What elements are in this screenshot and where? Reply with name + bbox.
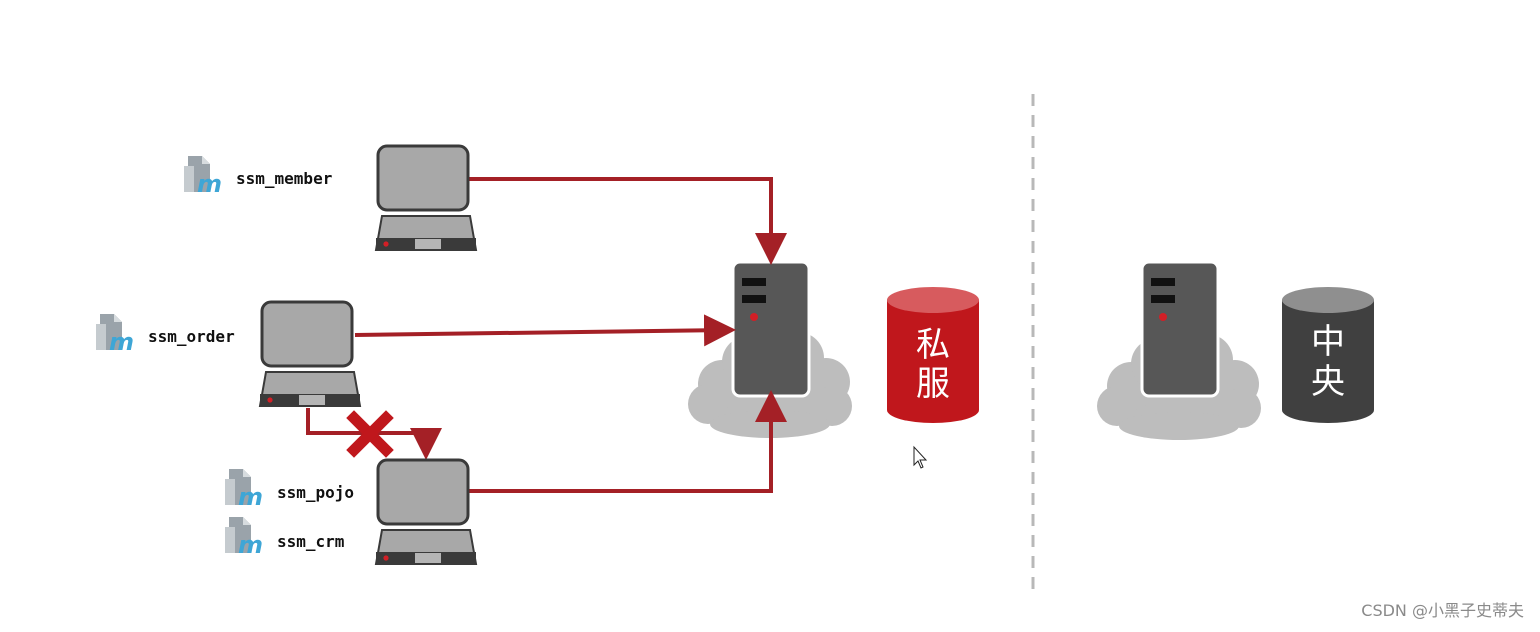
central-db-label-line1: 中	[1311, 322, 1345, 362]
blocked-x-mark	[346, 410, 394, 458]
arrow-order-to-private-server	[354, 314, 736, 347]
central-db-label-line2: 央	[1311, 362, 1345, 402]
private-repository-db: 私 服	[887, 287, 979, 423]
arrow-pojo-crm-to-private-server	[469, 390, 787, 493]
module-label-ssm-pojo: ssm_pojo	[277, 483, 354, 502]
computer-order	[258, 300, 362, 408]
private-db-label-line2: 服	[916, 364, 950, 404]
central-repository-db: 中 央	[1282, 287, 1374, 423]
private-server	[731, 260, 811, 398]
module-label-ssm-crm: ssm_crm	[277, 532, 345, 551]
maven-module-icon	[96, 314, 135, 356]
module-label-ssm-order: ssm_order	[148, 327, 235, 346]
arrow-member-to-private-server	[469, 177, 787, 265]
mouse-cursor-icon	[913, 445, 928, 469]
maven-module-icon	[225, 517, 264, 559]
maven-module-icon	[184, 156, 223, 198]
computer-pojo-crm	[374, 458, 478, 566]
central-server	[1140, 260, 1220, 398]
module-label-ssm-member: ssm_member	[236, 169, 332, 188]
maven-module-icon	[225, 469, 264, 511]
computer-member	[374, 144, 478, 252]
watermark: CSDN @小黑子史蒂夫	[1361, 601, 1524, 620]
private-db-label-line1: 私	[916, 325, 950, 365]
